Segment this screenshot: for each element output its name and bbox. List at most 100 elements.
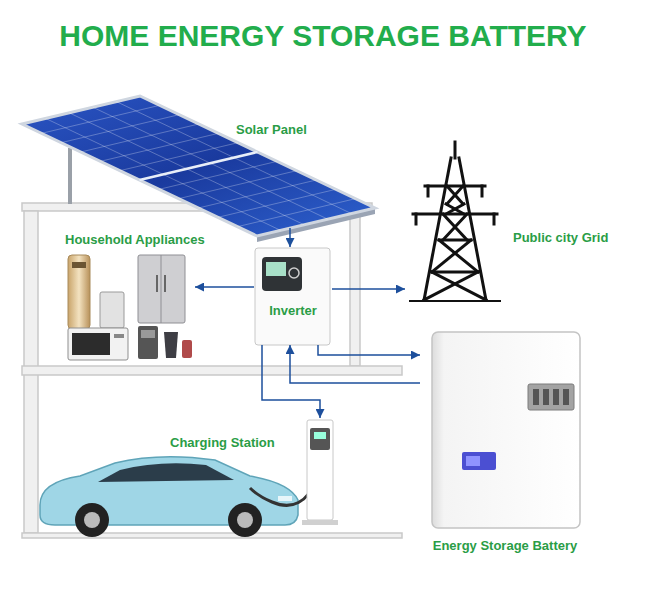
battery-node: Energy Storage Battery bbox=[420, 326, 590, 562]
power-tower bbox=[493, 214, 496, 224]
battery-picture bbox=[543, 389, 549, 405]
car-picture bbox=[98, 463, 234, 482]
node-label: Inverter bbox=[254, 303, 332, 319]
panel-cells bbox=[179, 171, 297, 199]
car-picture bbox=[228, 503, 262, 537]
panel-cells bbox=[237, 199, 355, 227]
node-label: Solar Panel bbox=[236, 122, 307, 138]
battery-picture bbox=[563, 389, 569, 405]
inverter-node: Inverter bbox=[254, 247, 332, 345]
charger-picture bbox=[302, 520, 338, 525]
panel-cells bbox=[140, 152, 258, 180]
power-tower bbox=[432, 272, 486, 300]
appliances-picture bbox=[72, 333, 110, 355]
panel-cells bbox=[93, 107, 328, 219]
house-frame bbox=[22, 366, 402, 375]
appliances-picture bbox=[138, 326, 158, 359]
appliances-picture bbox=[161, 255, 162, 323]
inverter-picture bbox=[289, 268, 299, 278]
power-tower bbox=[454, 142, 457, 158]
diagram-title: HOME ENERGY STORAGE BATTERY bbox=[0, 18, 646, 54]
panel-cells bbox=[42, 105, 160, 133]
inverter-picture bbox=[255, 248, 330, 345]
appliances-picture bbox=[156, 275, 158, 292]
panel-cells bbox=[120, 143, 238, 171]
charger-picture bbox=[302, 420, 338, 525]
power-tower bbox=[413, 213, 497, 216]
panel-cells bbox=[218, 189, 336, 217]
battery-picture bbox=[528, 384, 574, 410]
node-label: Charging Station bbox=[170, 435, 275, 451]
car-picture bbox=[237, 512, 253, 528]
power-tower bbox=[439, 239, 471, 242]
flow-arrow bbox=[262, 345, 320, 418]
power-tower bbox=[425, 185, 485, 188]
power-tower bbox=[481, 186, 484, 196]
charger-picture bbox=[310, 428, 330, 450]
panel-cells bbox=[61, 115, 179, 143]
house-frame bbox=[22, 533, 402, 538]
panel-cells bbox=[81, 124, 199, 152]
battery-picture bbox=[432, 332, 580, 528]
power-tower bbox=[446, 204, 464, 214]
power-tower bbox=[415, 214, 418, 224]
power-tower bbox=[447, 186, 463, 204]
grid-node: Public city Grid bbox=[405, 140, 620, 302]
appliances-picture bbox=[68, 255, 90, 329]
solar-panel-picture bbox=[22, 96, 375, 242]
power-tower bbox=[410, 142, 500, 301]
power-tower bbox=[424, 272, 478, 300]
power-tower bbox=[432, 240, 471, 272]
battery-picture bbox=[432, 332, 580, 528]
appliances-picture bbox=[72, 262, 86, 268]
car-picture bbox=[75, 503, 109, 537]
flow-arrow bbox=[195, 286, 254, 288]
panel-cells bbox=[100, 133, 218, 161]
panel-post bbox=[68, 148, 72, 204]
power-tower bbox=[432, 271, 478, 274]
solar-panel-node: Solar Panel bbox=[22, 96, 375, 228]
node-label: Energy Storage Battery bbox=[420, 538, 590, 554]
flow-arrow bbox=[318, 345, 420, 355]
node-label: Public city Grid bbox=[513, 230, 608, 246]
node-label: Household Appliances bbox=[65, 232, 205, 248]
appliances-picture bbox=[68, 255, 192, 360]
appliances-node: Household Appliances bbox=[62, 252, 195, 364]
power-tower bbox=[427, 186, 430, 196]
power-tower bbox=[443, 214, 467, 240]
power-tower bbox=[447, 186, 463, 204]
house-frame bbox=[22, 203, 402, 538]
panel-cells bbox=[159, 161, 277, 189]
appliances-picture bbox=[182, 340, 192, 358]
flow-arrow bbox=[332, 288, 405, 290]
panel-cells bbox=[42, 102, 356, 231]
battery-picture bbox=[462, 452, 496, 470]
appliances-picture bbox=[141, 330, 155, 338]
flow-arrow bbox=[289, 228, 291, 247]
battery-picture bbox=[553, 389, 559, 405]
power-tower bbox=[446, 204, 464, 214]
appliances-picture bbox=[138, 255, 185, 323]
charger-picture bbox=[307, 420, 333, 520]
panel-cells bbox=[198, 180, 316, 208]
power-tower bbox=[410, 300, 500, 302]
panel-cells bbox=[116, 102, 351, 214]
flow-arrow bbox=[290, 345, 420, 383]
inverter-picture bbox=[262, 257, 302, 291]
appliances-picture bbox=[164, 275, 166, 292]
inverter-picture bbox=[266, 262, 286, 276]
car-picture bbox=[84, 512, 100, 528]
diagram-title-text: HOME ENERGY STORAGE BATTERY bbox=[59, 18, 586, 54]
charger-picture bbox=[314, 432, 326, 439]
battery-picture bbox=[466, 456, 480, 466]
panel-post bbox=[68, 148, 72, 204]
appliances-picture bbox=[114, 334, 124, 338]
power-tower bbox=[443, 214, 467, 240]
battery-picture bbox=[533, 389, 539, 405]
appliances-picture bbox=[164, 332, 178, 358]
charging-station-node: Charging Station bbox=[168, 418, 340, 526]
solar-panel-picture bbox=[22, 96, 375, 236]
